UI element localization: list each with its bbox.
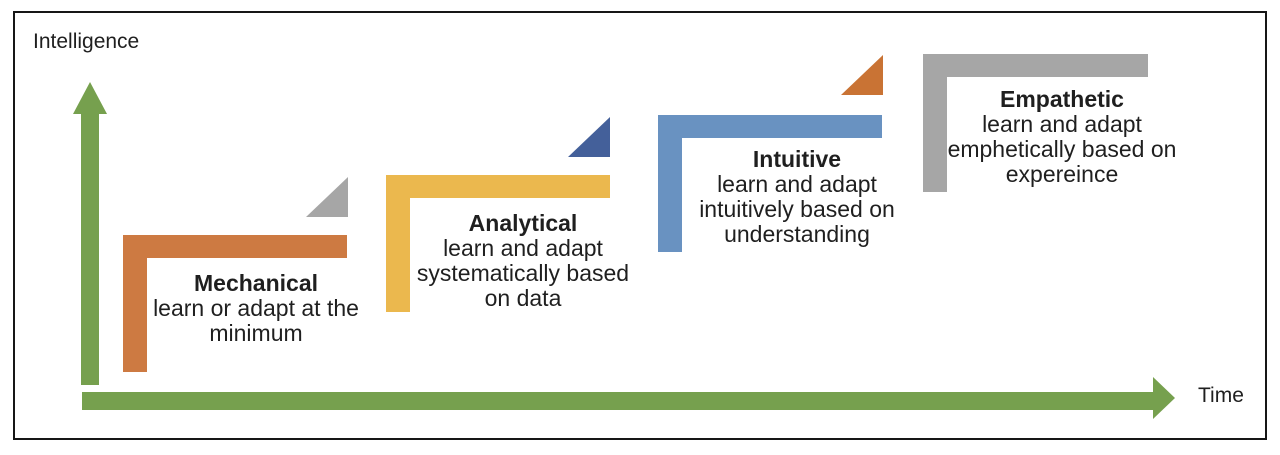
intelligence-axis-arrow <box>73 82 107 385</box>
step-up-triangle-icon <box>306 177 348 217</box>
triangle-after-mechanical <box>306 177 348 217</box>
step-mechanical-text: Mechanical learn or adapt at the minimum <box>136 271 376 346</box>
bracket-empathetic <box>923 54 1148 192</box>
step-intuitive-title: Intuitive <box>752 146 842 172</box>
step-mechanical-desc-line: learn or adapt at the <box>153 295 359 321</box>
right-arrowhead-icon <box>1153 377 1175 419</box>
step-intuitive-desc-line: understanding <box>724 221 870 247</box>
step-analytical-desc-line: systematically based <box>416 260 630 286</box>
triangle-after-intuitive <box>841 55 883 95</box>
step-empathetic-text: Empathetic learn and adapt emphetically … <box>930 87 1194 187</box>
step-analytical-desc-line: on data <box>484 285 562 311</box>
step-empathetic-desc-line: learn and adapt <box>982 111 1142 137</box>
step-analytical-title: Analytical <box>468 210 578 236</box>
triangle-after-analytical <box>568 117 610 157</box>
step-up-triangle-icon <box>841 55 883 95</box>
step-empathetic-desc-line: emphetically based on <box>947 136 1177 162</box>
step-analytical-text: Analytical learn and adapt systematicall… <box>403 211 643 311</box>
step-intuitive-desc-line: intuitively based on <box>699 196 895 222</box>
step-up-triangle-icon <box>568 117 610 157</box>
up-arrowhead-icon <box>73 82 107 114</box>
bracket-intuitive <box>658 115 882 252</box>
x-axis-label: Time <box>1198 384 1244 407</box>
step-mechanical-title: Mechanical <box>194 270 318 296</box>
step-intuitive-text: Intuitive learn and adapt intuitively ba… <box>672 147 922 247</box>
time-axis-arrow <box>82 377 1175 419</box>
up-arrow-shaft <box>81 112 99 385</box>
right-arrow-shaft <box>82 392 1155 410</box>
bracket-analytical <box>386 175 610 312</box>
step-empathetic-title: Empathetic <box>1000 86 1124 112</box>
step-mechanical-desc-line: minimum <box>209 320 303 346</box>
step-empathetic-desc-line: expereince <box>1005 161 1119 187</box>
y-axis-label: Intelligence <box>33 30 140 53</box>
diagram-border-frame <box>13 11 1267 440</box>
bracket-mechanical <box>123 235 347 372</box>
step-analytical-desc-line: learn and adapt <box>443 235 603 261</box>
step-intuitive-desc-line: learn and adapt <box>717 171 877 197</box>
